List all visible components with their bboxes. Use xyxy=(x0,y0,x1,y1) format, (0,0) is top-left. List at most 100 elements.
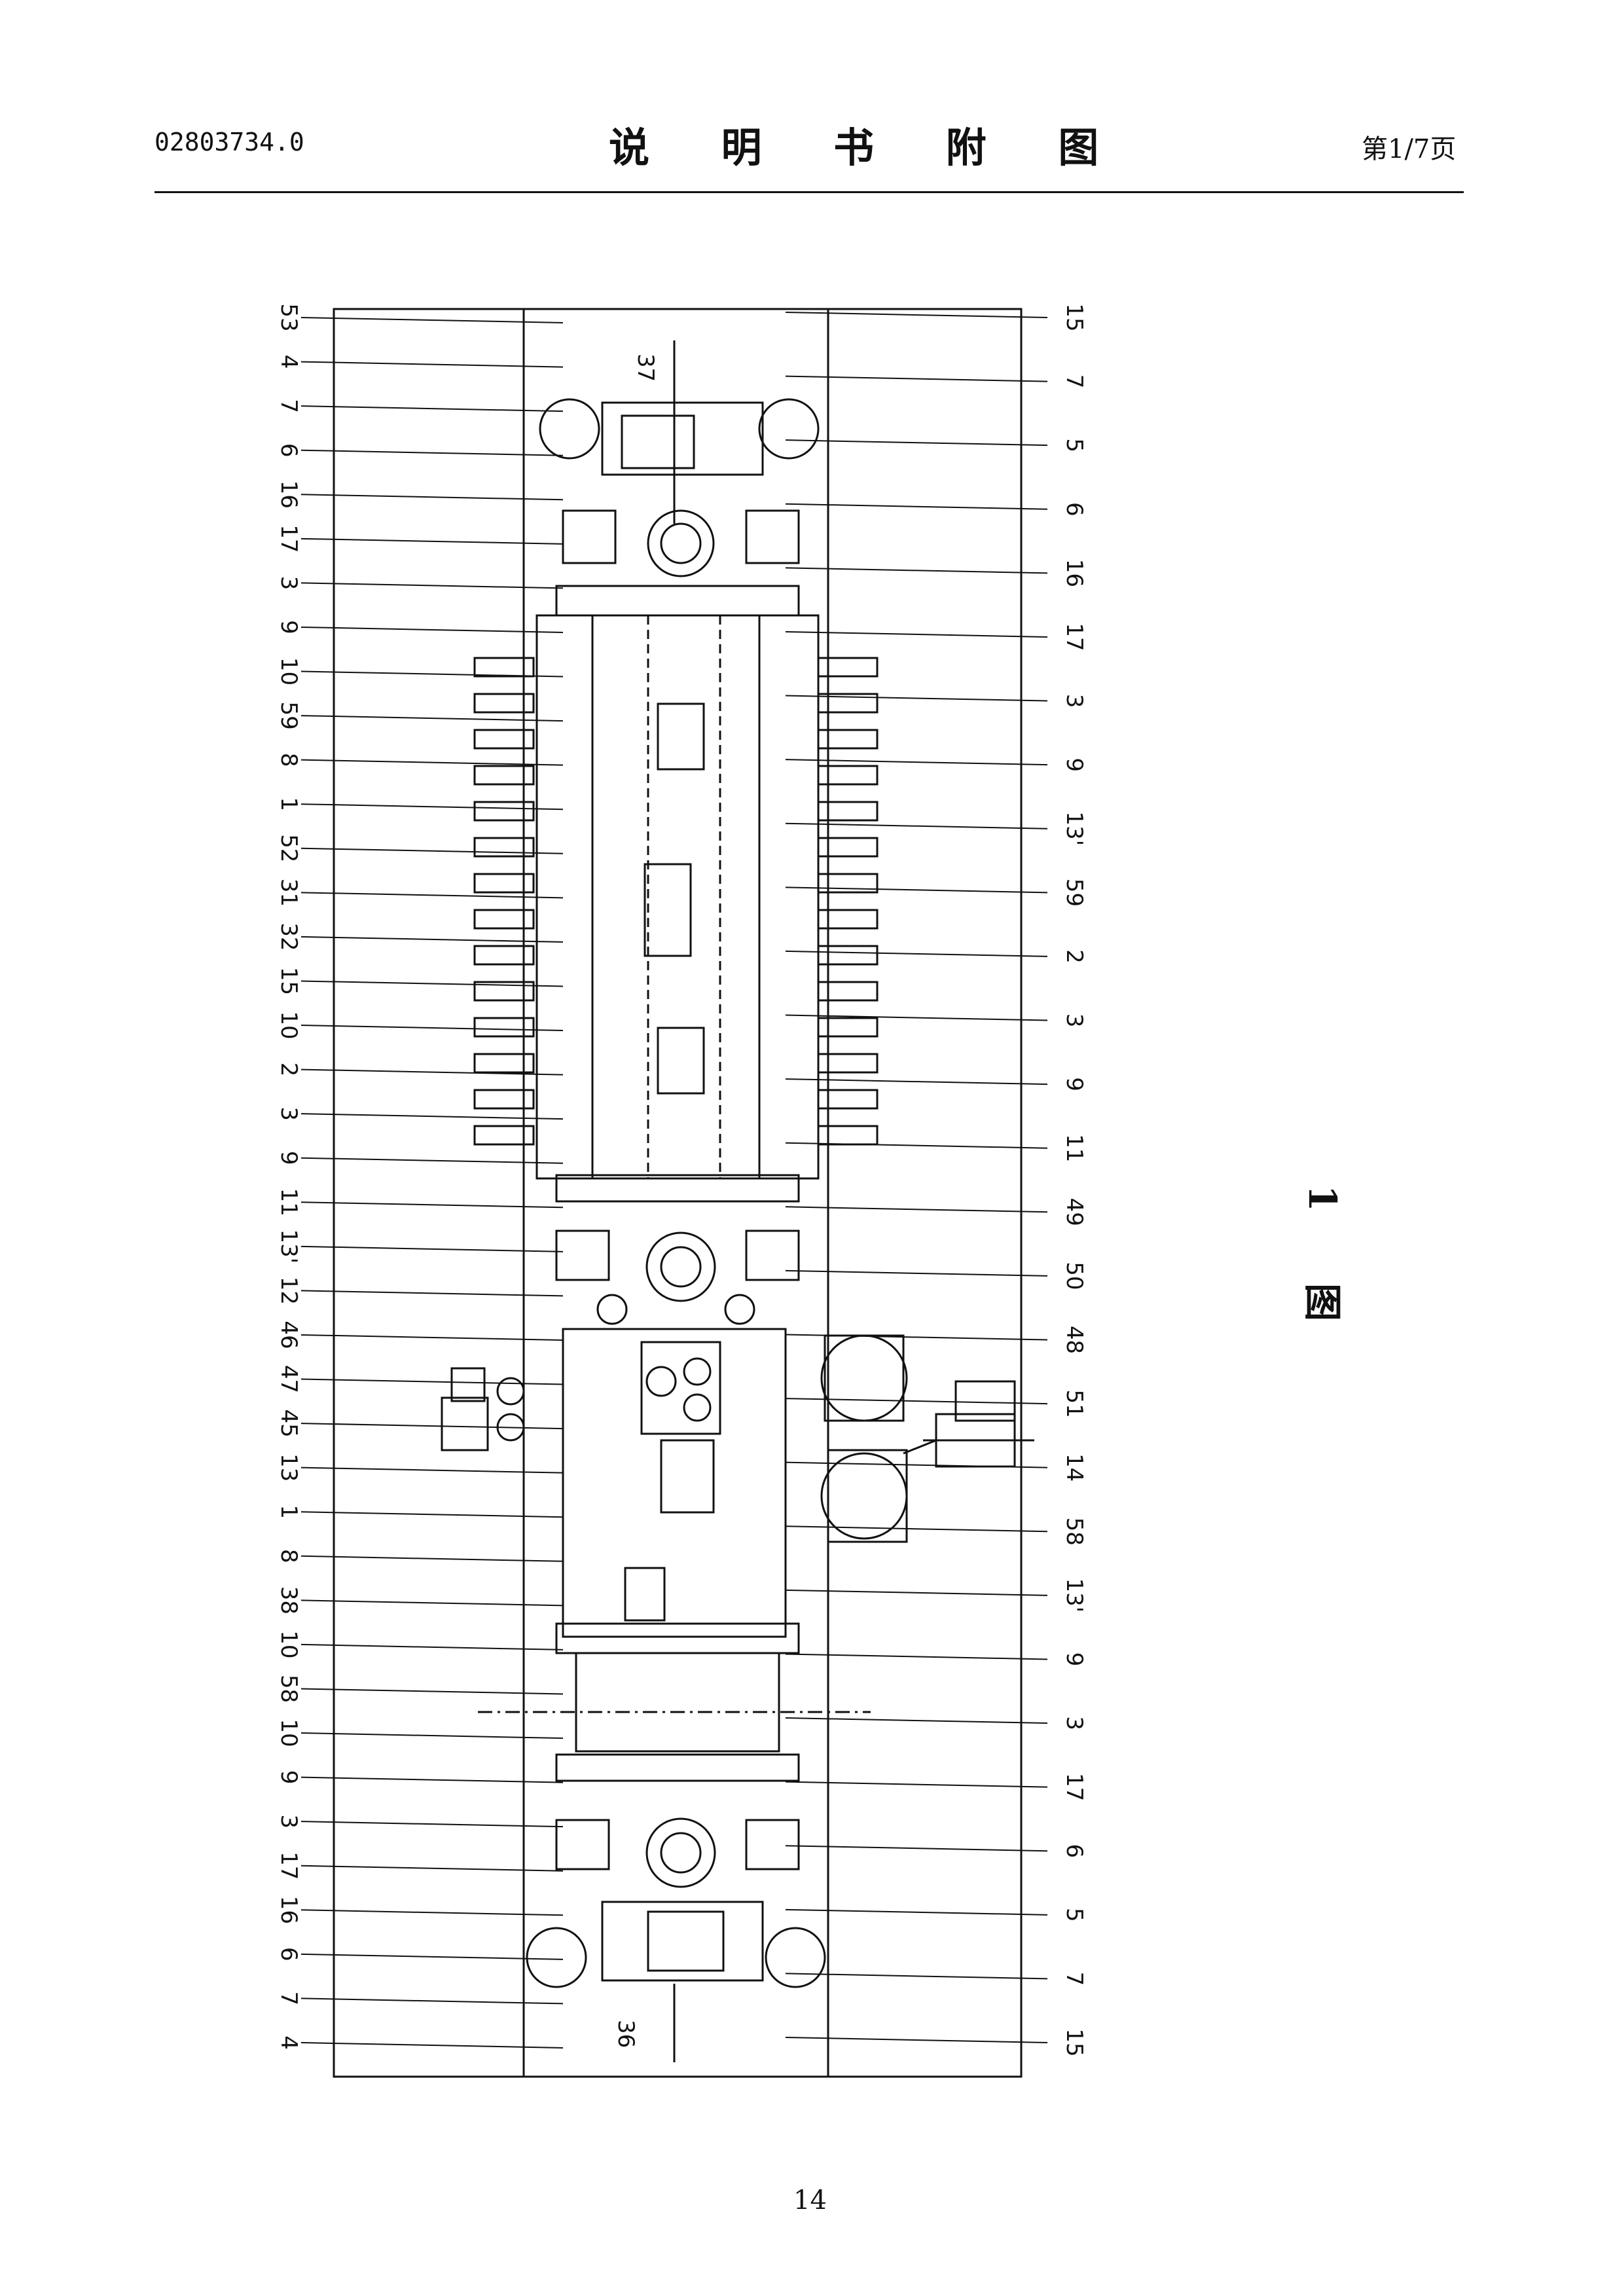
callout-label: 53 xyxy=(276,303,302,331)
left-motor-assembly xyxy=(441,1367,525,1451)
top-callout: 37 xyxy=(632,354,659,382)
roller-fin xyxy=(817,765,879,786)
bottom-drive-unit xyxy=(526,1817,826,2062)
leader-line xyxy=(300,1290,564,1297)
page-number: 14 xyxy=(793,2185,827,2215)
roller-fin xyxy=(817,873,879,894)
callout-label: 8 xyxy=(276,1549,302,1563)
leader-line xyxy=(300,1467,564,1474)
leader-line xyxy=(785,695,1048,702)
leader-line xyxy=(300,1688,564,1695)
leader-line xyxy=(300,1865,564,1872)
roller-fin xyxy=(473,801,535,822)
callout-label: 4 xyxy=(276,355,302,369)
roller-fin xyxy=(817,657,879,678)
callout-label: 13' xyxy=(1061,1578,1087,1613)
leader-line xyxy=(785,503,1048,510)
leader-line xyxy=(785,886,1048,894)
callout-label: 6 xyxy=(276,1947,302,1961)
leader-line xyxy=(785,1334,1048,1341)
callout-label: 13 xyxy=(276,1453,302,1482)
leader-line xyxy=(300,1334,564,1341)
callout-label: 17 xyxy=(276,1851,302,1880)
callout-label: 31 xyxy=(276,879,302,907)
right-callout-labels: 1575616173913'592391149504851145813'9317… xyxy=(785,303,1087,2057)
callout-label: 3 xyxy=(276,576,302,591)
callout-label: 59 xyxy=(1061,879,1087,907)
roller-fin xyxy=(817,837,879,858)
leader-line xyxy=(785,1973,1048,1980)
callout-label: 17 xyxy=(1061,1773,1087,1801)
leader-line xyxy=(785,1078,1048,1085)
roller-fin xyxy=(473,945,535,966)
callout-label: 11 xyxy=(1061,1134,1087,1162)
callout-label: 9 xyxy=(276,620,302,634)
leader-line xyxy=(785,1269,1048,1277)
leader-line xyxy=(300,1068,564,1076)
callout-label: 9 xyxy=(276,1770,302,1785)
callout-label: 3 xyxy=(1061,694,1087,708)
callout-label: 9 xyxy=(276,1151,302,1165)
callout-label: 2 xyxy=(1061,949,1087,964)
leader-line xyxy=(300,2042,564,2049)
roller-fin xyxy=(817,945,879,966)
callout-label: 12 xyxy=(276,1277,302,1305)
document-number: 02803734.0 xyxy=(154,128,304,156)
callout-label: 10 xyxy=(276,657,302,685)
callout-label: 7 xyxy=(276,399,302,413)
roller-fin xyxy=(473,1017,535,1038)
callout-label: 46 xyxy=(276,1321,302,1349)
leader-line xyxy=(300,626,564,633)
callout-label: 58 xyxy=(1061,1518,1087,1546)
leader-line xyxy=(785,1717,1048,1724)
callout-label: 15 xyxy=(1061,2028,1087,2056)
callout-label: 52 xyxy=(276,834,302,862)
callout-label: 6 xyxy=(1061,502,1087,517)
callout-label: 51 xyxy=(1061,1389,1087,1417)
callout-label: 9 xyxy=(1061,757,1087,772)
roller-fin xyxy=(817,1017,879,1038)
leader-line xyxy=(300,361,564,368)
callout-label: 13' xyxy=(276,1230,302,1264)
callout-label: 5 xyxy=(1061,1908,1087,1922)
leader-line xyxy=(300,582,564,589)
leader-line xyxy=(785,950,1048,957)
callout-label: 10 xyxy=(276,1630,302,1658)
roller-fin xyxy=(473,729,535,750)
leader-line xyxy=(300,715,564,722)
callout-label: 14 xyxy=(1061,1453,1087,1482)
roller-fin xyxy=(473,909,535,930)
callout-label: 16 xyxy=(276,481,302,509)
right-drum-assembly xyxy=(820,1334,1034,1543)
callout-label: 58 xyxy=(276,1675,302,1703)
leader-line xyxy=(785,375,1048,382)
callout-label: 7 xyxy=(276,1992,302,2006)
leader-line xyxy=(300,1157,564,1164)
leader-line xyxy=(300,1821,564,1828)
callout-label: 49 xyxy=(1061,1198,1087,1226)
callout-label: 47 xyxy=(276,1365,302,1393)
roller-fin xyxy=(473,1089,535,1110)
leader-line xyxy=(300,1732,564,1740)
callout-label: 16 xyxy=(1061,559,1087,587)
leader-line xyxy=(300,494,564,501)
callout-label: 9 xyxy=(1061,1077,1087,1091)
callout-label: 7 xyxy=(1061,374,1087,389)
leader-line xyxy=(300,670,564,678)
leader-line xyxy=(785,1781,1048,1788)
callout-label: 59 xyxy=(276,701,302,729)
leader-line xyxy=(785,1525,1048,1533)
roller-fin xyxy=(473,1053,535,1074)
leader-line xyxy=(785,1398,1048,1405)
leader-line xyxy=(300,980,564,987)
roller-fin xyxy=(473,837,535,858)
callout-label: 3 xyxy=(276,1106,302,1121)
callout-label: 2 xyxy=(276,1063,302,1077)
callout-label: 32 xyxy=(276,922,302,951)
left-callout-labels: 5347616173910598152313215102391113'12464… xyxy=(276,303,564,2050)
callout-label: 3 xyxy=(1061,1716,1087,1730)
leader-line xyxy=(785,1589,1048,1596)
callout-label: 3 xyxy=(1061,1013,1087,1028)
upper-trolley xyxy=(535,614,820,1203)
